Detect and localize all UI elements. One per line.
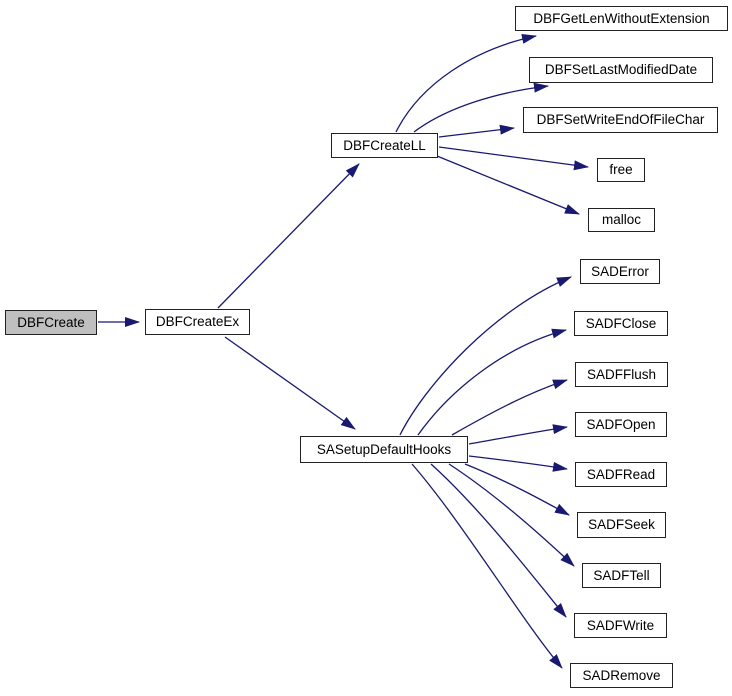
edge-dbfcreatell-to-dbfgetlenwithoutextension [395,33,537,133]
edge-sasetupdefaulthooks-to-sadfclose [417,328,567,436]
node-sasetupdefaulthooks[interactable]: SASetupDefaultHooks [300,436,468,463]
edge-dbfcreatell-to-dbfsetwriteendoffilechar [438,124,515,138]
edge-sasetupdefaulthooks-to-sadfseek [464,463,570,516]
edge-dbfcreateex-to-sasetupdefaulthooks [224,336,356,430]
node-dbfcreate: DBFCreate [5,310,97,335]
edge-dbfcreatell-to-dbfsetlastmodifieddate [413,82,549,133]
node-saderror[interactable]: SADError [580,259,660,284]
node-dbfsetlastmodifieddate[interactable]: DBFSetLastModifiedDate [529,57,713,83]
edge-sasetupdefaulthooks-to-sadremove [411,463,563,669]
node-sadfflush[interactable]: SADFFlush [575,362,668,387]
node-malloc[interactable]: malloc [588,208,655,232]
node-dbfcreatell[interactable]: DBFCreateLL [331,133,438,158]
node-dbfcreateex[interactable]: DBFCreateEx [145,309,250,335]
node-sadfopen[interactable]: SADFOpen [575,412,667,437]
node-sadremove[interactable]: SADRemove [570,663,673,688]
node-sadftell[interactable]: SADFTell [582,563,661,588]
edge-sasetupdefaulthooks-to-sadfflush [451,379,568,436]
edge-dbfcreatell-to-malloc [436,155,580,215]
node-dbfgetlenwithoutextension[interactable]: DBFGetLenWithoutExtension [515,6,728,31]
node-dbfsetwriteendoffilechar[interactable]: DBFSetWriteEndOfFileChar [523,107,718,133]
node-sadfclose[interactable]: SADFClose [574,311,668,336]
node-sadfseek[interactable]: SADFSeek [577,512,666,538]
edge-sasetupdefaulthooks-to-sadftell [448,463,575,567]
node-free[interactable]: free [597,158,645,182]
node-sadfread[interactable]: SADFRead [575,462,667,487]
edge-sasetupdefaulthooks-to-sadfread [468,455,568,472]
edge-sasetupdefaulthooks-to-saderror [399,276,572,436]
edge-sasetupdefaulthooks-to-sadfopen [468,424,568,445]
edge-sasetupdefaulthooks-to-sadfwrite [430,463,567,618]
edge-dbfcreateex-to-dbfcreatell [217,163,360,309]
edge-dbfcreatell-to-free [438,146,589,171]
node-sadfwrite[interactable]: SADFWrite [574,613,667,638]
